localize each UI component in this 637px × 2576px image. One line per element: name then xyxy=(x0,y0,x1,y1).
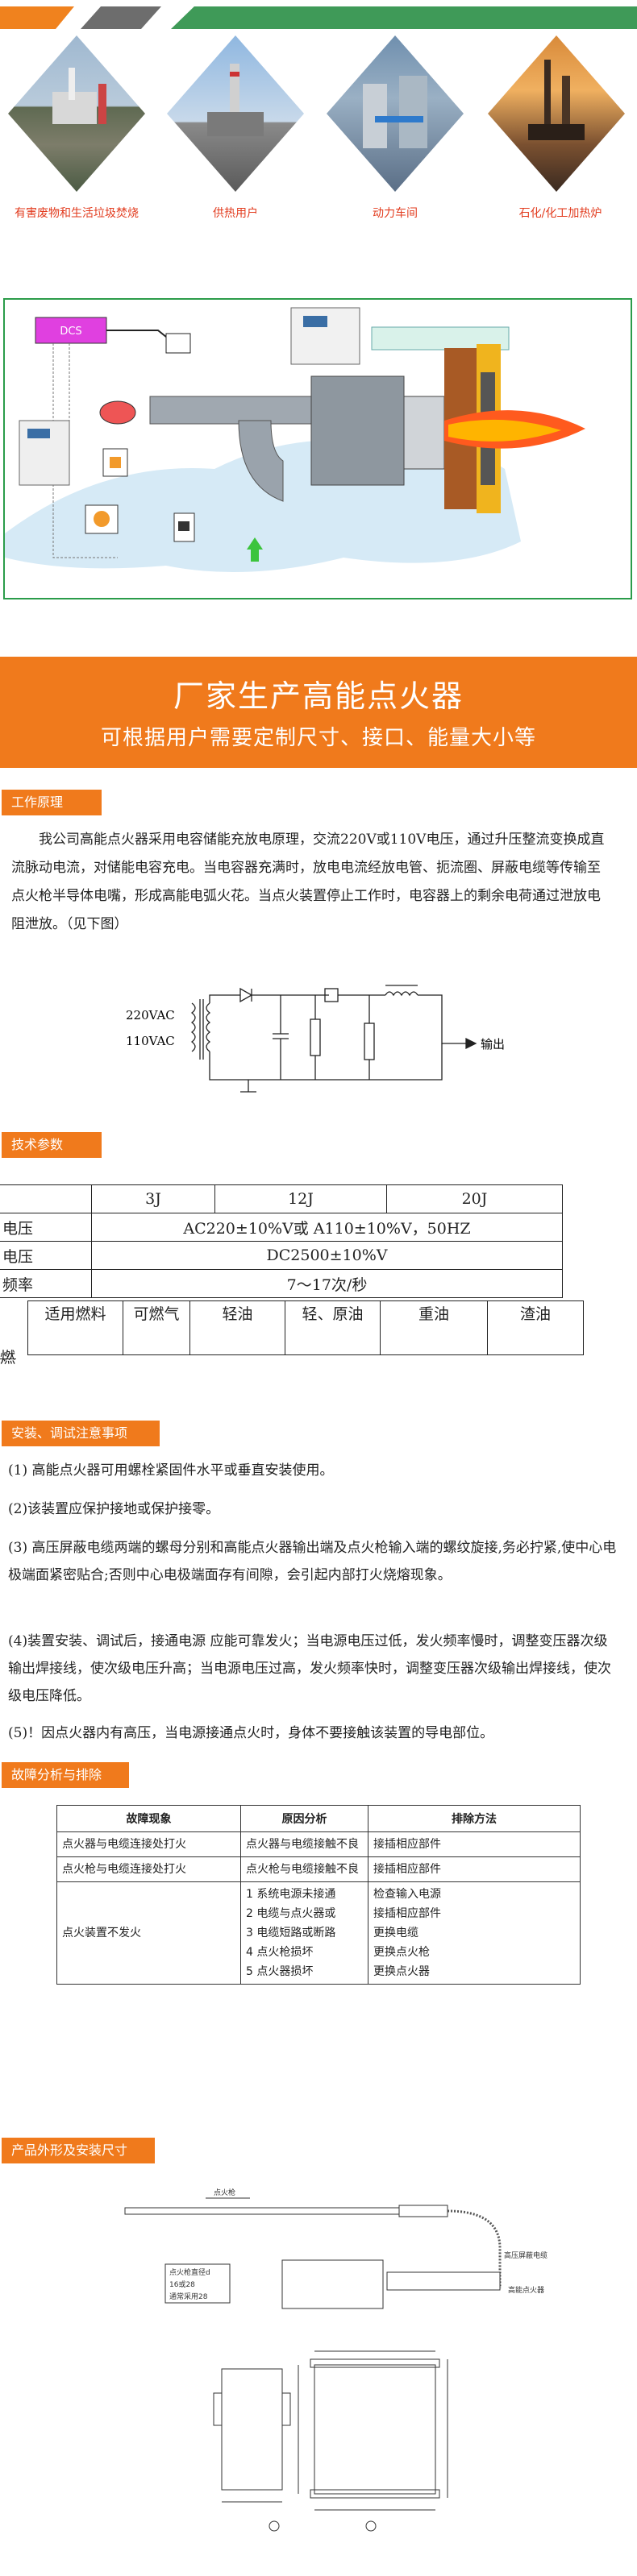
system-diagram: DCS xyxy=(3,298,632,599)
install-note-1: (1) 高能点火器可用螺栓紧固件水平或垂直安装使用。 xyxy=(8,1462,334,1479)
fault-fix-item: 接插相应部件 xyxy=(373,1907,441,1920)
section-tag-specs: 技术参数 xyxy=(2,1132,102,1158)
circuit-label-220vac: 220VAC xyxy=(126,1008,175,1023)
circuit-label-output: 输出 xyxy=(481,1037,505,1052)
fault-fix-item: 更换点火枪 xyxy=(373,1946,430,1959)
spec-energy-20j: 20J xyxy=(386,1184,563,1213)
install-note-3: (3) 高压屏蔽电缆两端的螺母分别和高能点火器输出端及点火枪输入端的螺纹旋接,务… xyxy=(8,1540,617,1583)
dimension-drawing xyxy=(213,2350,448,2532)
fuel-light-crude-oil: 轻、原油 xyxy=(285,1300,381,1355)
fuel-heavy-oil: 重油 xyxy=(380,1300,488,1355)
igniter-label: 高能点火器 xyxy=(508,2285,544,2295)
gun-label: 点火枪 xyxy=(214,2188,235,2197)
spec-energy-3j: 3J xyxy=(91,1184,215,1213)
spec-value: 7～17次/秒 xyxy=(91,1269,563,1298)
system-diagram-svg: DCS xyxy=(5,307,585,572)
dcs-label: DCS xyxy=(60,326,81,338)
spec-value: DC2500±10%V xyxy=(91,1241,563,1270)
fault-row: 点火装置不发火 1 系统电源未接通 2 电缆与点火器或 3 电缆短路或断路 4 … xyxy=(56,1881,581,1985)
fault-fix-item: 更换电缆 xyxy=(373,1927,418,1939)
section-tag-install: 安装、调试注意事项 xyxy=(2,1421,160,1446)
caption-waste: 有害废物和生活垃圾焚烧 xyxy=(15,207,139,220)
fuel-light-oil: 轻油 xyxy=(189,1300,285,1355)
fuel-residual-oil: 渣油 xyxy=(487,1300,584,1355)
box-line-3: 通常采用28 xyxy=(169,2292,208,2301)
stripe-gray xyxy=(81,6,161,29)
fault-header-fix: 排除方法 xyxy=(368,1805,581,1832)
box-line-1: 点火枪直径d xyxy=(169,2267,210,2277)
photo-power-workshop xyxy=(327,35,464,192)
section-tag-principle: 工作原理 xyxy=(2,790,102,815)
fault-header-symptom: 故障现象 xyxy=(56,1805,241,1832)
photo-heating-users xyxy=(167,35,304,192)
stripe-orange xyxy=(0,6,74,29)
spec-label: 电压 xyxy=(0,1213,92,1242)
fault-cause-item: 3 电缆短路或断路 xyxy=(246,1927,336,1939)
box-line-2: 16或28 xyxy=(169,2279,195,2289)
principle-text: 我公司高能点火器采用电容储能充放电原理，交流220V或110V电压，通过升压整流… xyxy=(11,832,605,932)
fault-cause-list: 1 系统电源未接通 2 电缆与点火器或 3 电缆短路或断路 4 点火枪损坏 5 … xyxy=(240,1881,368,1985)
fault-table: 故障现象 原因分析 排除方法 点火器与电缆连接处打火 点火器与电缆接触不良 接插… xyxy=(56,1805,581,1985)
fuel-table: 适用燃料 可燃气 轻油 轻、原油 重油 渣油 xyxy=(27,1300,584,1355)
caption-power: 动力车间 xyxy=(373,207,418,220)
fault-cause-item: 4 点火枪损坏 xyxy=(246,1946,314,1959)
install-note-4: (4)装置安装、调试后，接通电源 应能可靠发火；当电源电压过低，发火频率慢时，调… xyxy=(8,1633,611,1704)
fuel-gas: 可燃气 xyxy=(123,1300,190,1355)
headline-banner: 厂家生产高能点火器 可根据用户需要定制尺寸、接口、能量大小等 xyxy=(0,657,637,768)
circuit-label-110vac: 110VAC xyxy=(126,1034,175,1048)
stripe-green xyxy=(171,6,637,29)
install-note-2: (2)该装置应保护接地或保护接零。 xyxy=(8,1501,220,1517)
fault-fix: 接插相应部件 xyxy=(368,1856,581,1882)
fault-fix-list: 检查输入电源 接插相应部件 更换电缆 更换点火枪 更换点火器 xyxy=(368,1881,581,1985)
fault-fix-item: 更换点火器 xyxy=(373,1965,430,1978)
section-tag-dimensions: 产品外形及安装尺寸 xyxy=(2,2138,155,2163)
spec-table: 3J 12J 20J 电压 AC220±10%V或 A110±10%V，50HZ… xyxy=(0,1184,563,1298)
fault-header-cause: 原因分析 xyxy=(240,1805,368,1832)
fuel-header: 适用燃料 xyxy=(27,1300,123,1355)
spec-label: 频率 xyxy=(0,1269,92,1298)
photo-waste-incineration xyxy=(8,35,145,192)
fuel-row-label: 燃 xyxy=(0,1349,16,1367)
spec-energy-12j: 12J xyxy=(214,1184,387,1213)
fault-symptom: 点火枪与电缆连接处打火 xyxy=(56,1856,241,1882)
fault-cause-item: 2 电缆与点火器或 xyxy=(246,1907,336,1920)
cable-label: 高压屏蔽电缆 xyxy=(504,2250,547,2260)
fault-cause-item: 1 系统电源未接通 xyxy=(246,1888,336,1901)
spec-row-input-voltage: 电压 AC220±10%V或 A110±10%V，50HZ xyxy=(0,1213,563,1242)
fuel-row: 适用燃料 可燃气 轻油 轻、原油 重油 渣油 xyxy=(27,1300,584,1355)
circuit-diagram: 220VAC 110VAC 输出 xyxy=(126,985,505,1093)
caption-heating: 供热用户 xyxy=(213,207,258,220)
fault-symptom: 点火器与电缆连接处打火 xyxy=(56,1831,241,1857)
spec-row-output-voltage: 电压 DC2500±10%V xyxy=(0,1241,563,1270)
fault-cause: 点火枪与电缆接触不良 xyxy=(240,1856,368,1882)
top-stripe xyxy=(0,0,637,31)
spec-value: AC220±10%V或 A110±10%V，50HZ xyxy=(91,1213,563,1242)
fault-row: 点火器与电缆连接处打火 点火器与电缆接触不良 接插相应部件 xyxy=(56,1831,581,1857)
fault-cause: 点火器与电缆接触不良 xyxy=(240,1831,368,1857)
fault-cause-item: 5 点火器损坏 xyxy=(246,1965,314,1978)
photo-petrochemical-furnace xyxy=(488,35,625,192)
banner-subtitle: 可根据用户需要定制尺寸、接口、能量大小等 xyxy=(100,726,536,750)
fault-fix-item: 检查输入电源 xyxy=(373,1888,441,1901)
fault-row: 点火枪与电缆连接处打火 点火枪与电缆接触不良 接插相应部件 xyxy=(56,1856,581,1882)
spec-cell-blank xyxy=(0,1184,92,1213)
caption-petrochemical: 石化/化工加热炉 xyxy=(518,207,602,220)
banner-title: 厂家生产高能点火器 xyxy=(173,678,464,714)
section-tag-faults: 故障分析与排除 xyxy=(2,1762,129,1788)
gun-cable-drawing: 点火枪 高压屏蔽电缆 高能点火器 点火枪直径d 16或28 通常采用28 xyxy=(124,2188,547,2309)
fault-header-row: 故障现象 原因分析 排除方法 xyxy=(56,1805,581,1832)
spec-row-frequency: 频率 7～17次/秒 xyxy=(0,1269,563,1298)
install-note-5: (5)！因点火器内有高压，当电源接通点火时，身体不要接触该装置的导电部位。 xyxy=(8,1725,494,1741)
spec-label: 电压 xyxy=(0,1241,92,1270)
spec-row-energy: 3J 12J 20J xyxy=(0,1184,563,1213)
fault-fix: 接插相应部件 xyxy=(368,1831,581,1857)
fault-symptom: 点火装置不发火 xyxy=(56,1881,241,1985)
